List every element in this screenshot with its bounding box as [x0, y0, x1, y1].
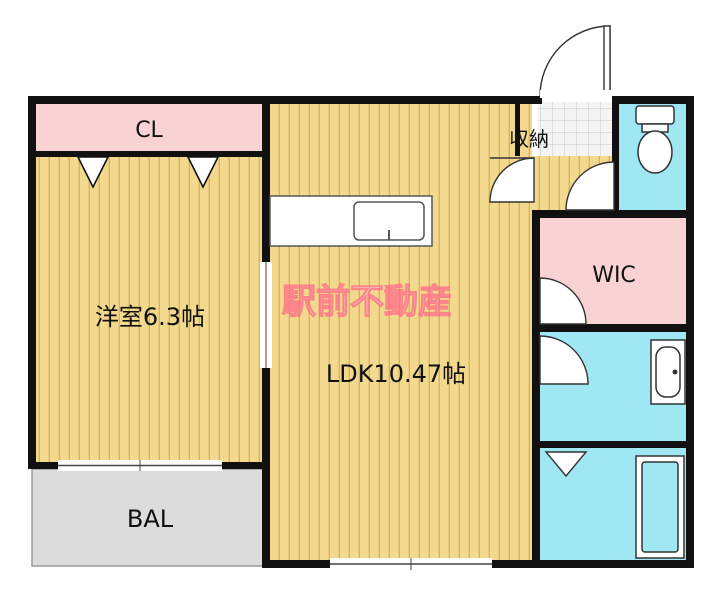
toilet-icon — [635, 105, 675, 174]
storage-floor — [538, 102, 612, 156]
wic-label: WIC — [592, 263, 636, 288]
western-room-label: 洋室6.3帖 — [95, 303, 205, 331]
interior-doors — [489, 157, 615, 478]
wash-basin-icon — [650, 339, 686, 405]
ldk-label: LDK10.47帖 — [326, 360, 466, 388]
kitchen-counter — [269, 195, 433, 247]
storage-label: 収納 — [509, 127, 549, 151]
bathtub-icon — [635, 455, 685, 559]
balcony-label: BAL — [127, 505, 174, 533]
closet-door-icons — [76, 156, 220, 189]
closet-floor — [36, 102, 262, 154]
openings — [58, 262, 492, 570]
watermark-text: 駅前不動産 — [282, 282, 452, 322]
closet-label: CL — [135, 118, 163, 143]
walls — [28, 96, 694, 568]
western-room-floor — [36, 156, 262, 465]
entrance-door — [539, 25, 612, 98]
ldk-floor — [268, 102, 532, 562]
